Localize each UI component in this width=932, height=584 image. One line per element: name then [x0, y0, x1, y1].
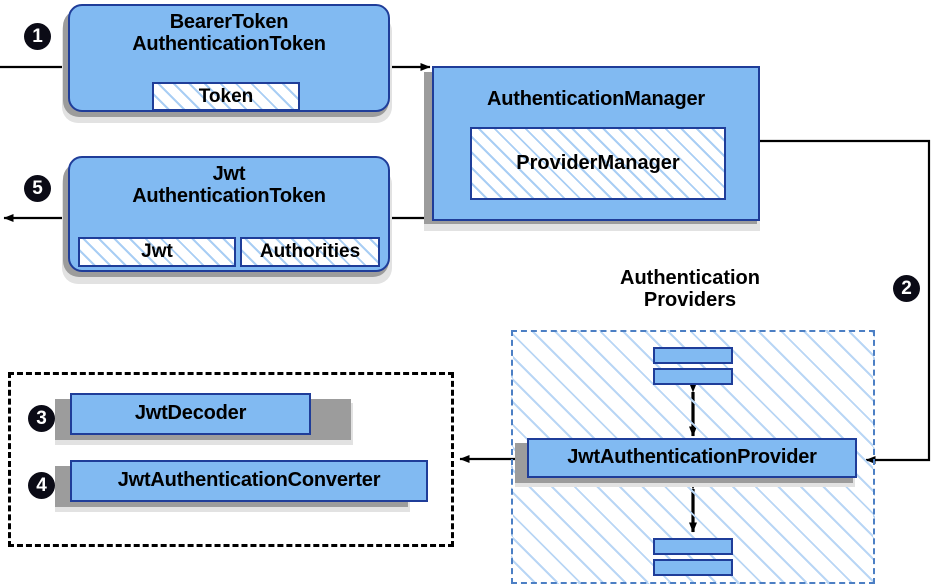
node-jwt-authentication-token[interactable]: Jwt AuthenticationToken Jwt Authorities	[68, 156, 390, 272]
badge-step-3: 3	[28, 405, 55, 432]
node-jwt-authentication-converter[interactable]: JwtAuthenticationConverter	[70, 460, 428, 502]
node-title: Jwt AuthenticationToken	[132, 163, 326, 207]
authentication-providers-label: Authentication Providers	[620, 267, 760, 311]
badge-step-5: 5	[24, 175, 51, 202]
badge-step-4: 4	[28, 472, 55, 499]
field-label: ProviderManager	[516, 152, 680, 174]
node-title: AuthenticationManager	[486, 88, 706, 110]
field-provider-manager: ProviderManager	[470, 127, 726, 200]
node-title: JwtDecoder	[134, 402, 247, 425]
node-jwt-decoder[interactable]: JwtDecoder	[70, 393, 311, 435]
badge-number: 1	[32, 26, 43, 47]
collapsed-provider-bar	[653, 559, 733, 576]
field-jwt: Jwt	[78, 237, 236, 267]
node-bearer-token-authentication-token[interactable]: BearerToken AuthenticationToken Token	[68, 4, 390, 112]
group-jwt-support-components	[8, 372, 454, 547]
badge-number: 5	[32, 178, 43, 199]
node-authentication-manager[interactable]: AuthenticationManager ProviderManager	[432, 66, 760, 221]
field-label: Token	[198, 85, 254, 107]
badge-number: 4	[36, 475, 47, 496]
collapsed-provider-bar	[653, 538, 733, 555]
collapsed-provider-bar	[653, 347, 733, 364]
node-jwt-authentication-provider[interactable]: JwtAuthenticationProvider	[527, 438, 857, 478]
node-title: BearerToken AuthenticationToken	[132, 11, 326, 55]
badge-number: 2	[901, 278, 912, 299]
field-authorities: Authorities	[240, 237, 380, 267]
badge-step-1: 1	[24, 23, 51, 50]
node-title: JwtAuthenticationProvider	[567, 446, 817, 469]
node-title: JwtAuthenticationConverter	[117, 469, 381, 492]
badge-number: 3	[36, 408, 47, 429]
field-label: Jwt	[141, 241, 173, 262]
field-label: Authorities	[259, 241, 361, 262]
field-token: Token	[152, 82, 300, 111]
collapsed-provider-bar	[653, 368, 733, 385]
badge-step-2: 2	[893, 275, 920, 302]
